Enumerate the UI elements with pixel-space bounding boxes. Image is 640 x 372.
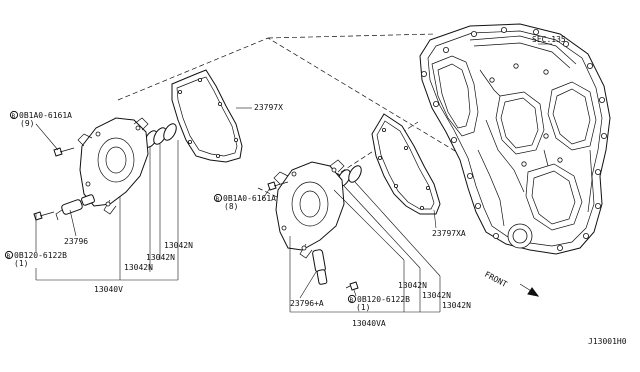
bolt-marker-left-2: B	[4, 250, 14, 260]
vtc-cover-right	[273, 159, 345, 259]
bolt-marker-right-1-letter: B	[216, 196, 220, 203]
label-valve-right: 23796+A	[290, 299, 324, 308]
control-valve-right	[312, 249, 328, 285]
label-bolt-left-2: 0B120-6122B	[14, 251, 67, 260]
label-assy-left: 13040V	[94, 285, 123, 294]
label-bolt-right-1-qty: (8)	[224, 202, 238, 211]
bolt-marker-right-2-letter: B	[350, 297, 354, 304]
bolt-marker-right-2: B	[347, 294, 357, 304]
bolt-left-upper	[53, 147, 75, 157]
label-oring-left-2: 13042N	[146, 253, 175, 262]
gasket-left	[171, 69, 243, 163]
label-diagram-code: J13001H0	[588, 337, 627, 346]
label-oring-right-2: 13042N	[422, 291, 451, 300]
control-valve-left	[55, 194, 95, 221]
label-oring-left-1: 13042N	[164, 241, 193, 250]
label-gasket-left: 23797X	[254, 103, 283, 112]
label-bolt-right-1: 0B1A0-6161A	[223, 194, 276, 203]
label-valve-left: 23796	[64, 237, 88, 246]
labels: SEC.135 23797X B 0B1A0-6161A (9) 23796 B…	[4, 35, 627, 346]
label-bolt-left-1: 0B1A0-6161A	[19, 111, 72, 120]
label-gasket-right: 23797XA	[432, 229, 466, 238]
bolt-left-lower	[33, 211, 55, 221]
label-bolt-right-2: 0B120-6122B	[357, 295, 410, 304]
gasket-right	[371, 113, 441, 215]
bolt-marker-left-1-letter: B	[12, 113, 16, 120]
bolt-marker-right-1: B	[213, 193, 223, 203]
label-bolt-left-1-qty: (9)	[20, 119, 34, 128]
timing-chain-case	[419, 23, 611, 255]
bolt-marker-left-2-letter: B	[7, 253, 11, 260]
label-front: FRONT	[483, 270, 509, 289]
vtc-cover-left	[77, 117, 149, 215]
bolt-marker-left-1: B	[9, 110, 19, 120]
label-bolt-left-2-qty: (1)	[14, 259, 28, 268]
label-assy-right: 13040VA	[352, 319, 386, 328]
bolt-right-lower	[345, 281, 359, 291]
leader-lines	[35, 43, 552, 313]
front-arrow	[519, 283, 540, 297]
label-oring-right-3: 13042N	[442, 301, 471, 310]
label-sec-135: SEC.135	[532, 35, 566, 44]
label-assy-left-13042n: 13042N	[124, 263, 153, 272]
o-rings-left	[144, 123, 177, 148]
label-bolt-right-2-qty: (1)	[356, 303, 370, 312]
label-oring-right-1: 13042N	[398, 281, 427, 290]
